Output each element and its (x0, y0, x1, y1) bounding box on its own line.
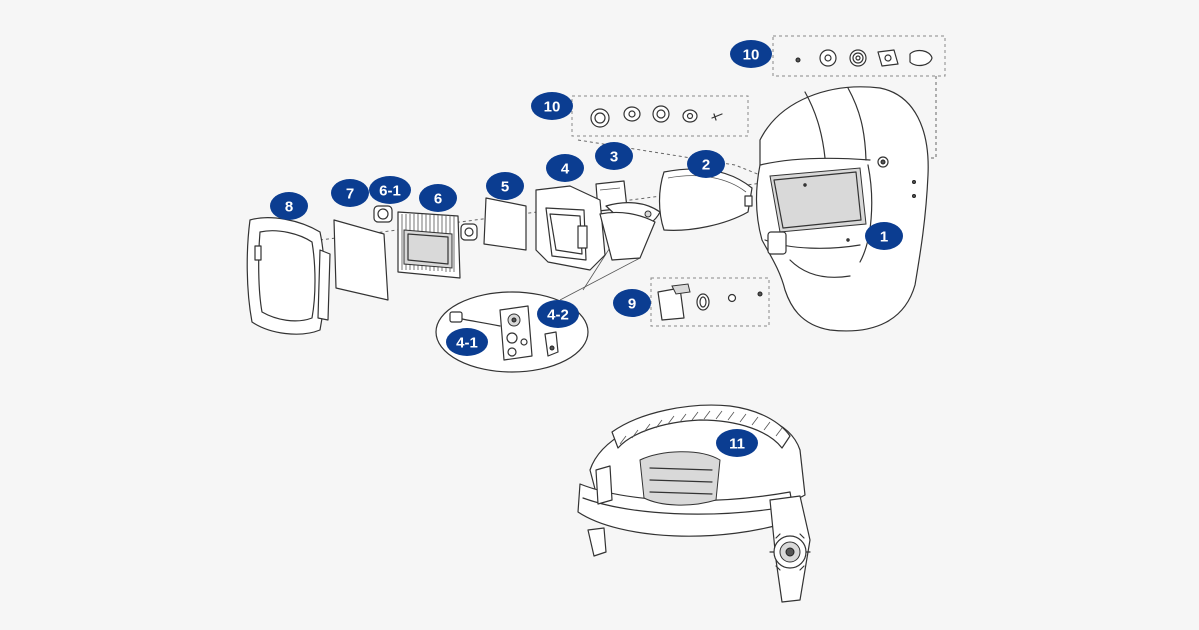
callout-label: 5 (501, 179, 509, 196)
callout-badge-shape (537, 300, 579, 328)
callout-badge-shape (369, 176, 411, 204)
callout-label: 4-1 (456, 335, 478, 352)
callout-badge-shape (486, 172, 524, 200)
callout-label: 6 (434, 191, 442, 208)
callout-label: 2 (702, 157, 710, 174)
callout-5: 5 (486, 172, 524, 200)
callout-label: 3 (610, 149, 618, 166)
callout-6-1: 6-1 (369, 176, 411, 204)
hardware-set-9 (650, 277, 770, 327)
callout-badge-shape (730, 40, 772, 68)
callout-badge-shape (419, 184, 457, 212)
lens-holder-frame (535, 185, 656, 271)
callout-badge-shape (613, 289, 651, 317)
callout-8: 8 (270, 192, 308, 220)
outer-frame (246, 217, 331, 335)
hardware-set-10-upper (772, 35, 946, 77)
callout-badge-shape (446, 328, 488, 356)
callout-11: 11 (716, 429, 758, 457)
callout-7: 7 (331, 179, 369, 207)
callout-label: 10 (544, 99, 561, 116)
callout-label: 8 (285, 199, 293, 216)
inside-lens-sheet (333, 219, 389, 301)
callout-10: 10 (730, 40, 772, 68)
callout-6: 6 (419, 184, 457, 212)
callout-label: 7 (346, 186, 354, 203)
callout-10: 10 (531, 92, 573, 120)
callout-label: 1 (880, 229, 888, 246)
callout-badges: 1 2 3 4 4-1 4-2 5 6 6-1 7 8 9 10 10 11 (270, 40, 903, 457)
adf-filter-cartridge (397, 211, 478, 279)
outer-cover-lens (658, 168, 753, 231)
callout-3: 3 (595, 142, 633, 170)
callout-badge-shape (270, 192, 308, 220)
headgear (577, 404, 811, 603)
callout-badge-shape (687, 150, 725, 178)
inner-cover-lens (483, 197, 527, 251)
callout-label: 10 (743, 47, 760, 64)
battery-cap (373, 205, 393, 223)
callout-4: 4 (546, 154, 584, 182)
callout-label: 9 (628, 296, 636, 313)
callout-label: 4 (561, 161, 570, 178)
callout-9: 9 (613, 289, 651, 317)
callout-label: 6-1 (379, 183, 401, 200)
callout-1: 1 (865, 222, 903, 250)
callout-badge-shape (546, 154, 584, 182)
callout-2: 2 (687, 150, 725, 178)
callout-4-2: 4-2 (537, 300, 579, 328)
callout-badge-shape (331, 179, 369, 207)
callout-badge-shape (531, 92, 573, 120)
callout-label: 11 (729, 436, 745, 453)
hardware-set-10-lower (571, 95, 749, 137)
callout-4-1: 4-1 (446, 328, 488, 356)
callout-badge-shape (865, 222, 903, 250)
callout-badge-shape (716, 429, 758, 457)
helmet-shell (755, 86, 929, 332)
callout-label: 4-2 (547, 307, 569, 324)
callout-badge-shape (595, 142, 633, 170)
